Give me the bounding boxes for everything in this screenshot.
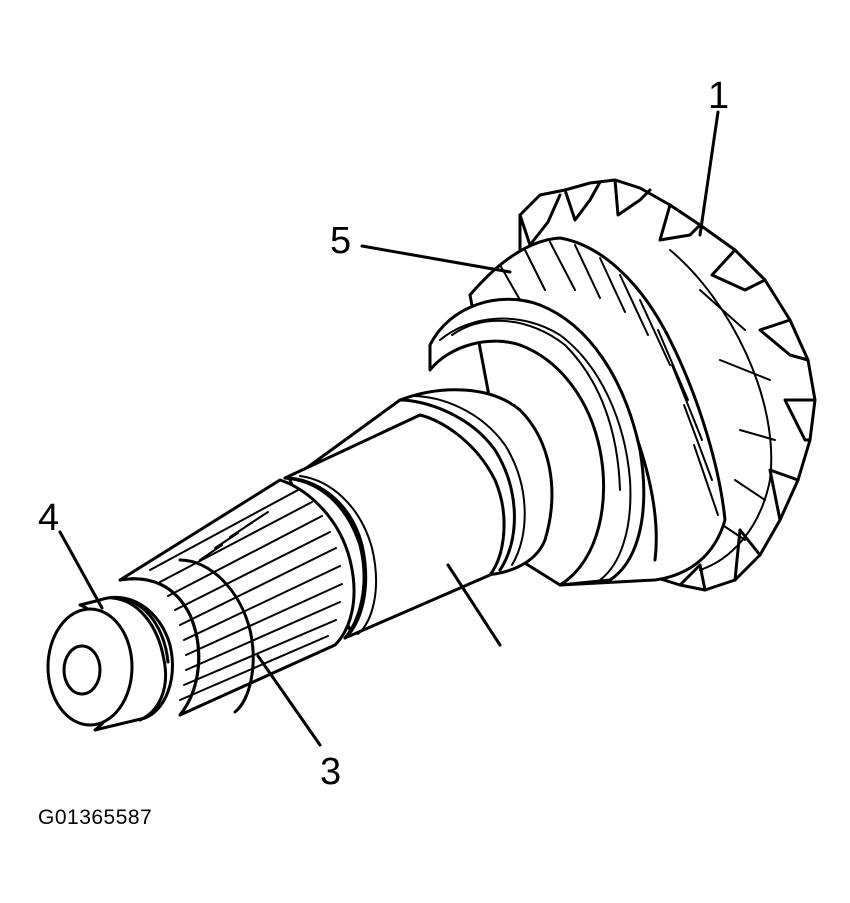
leader-4 — [58, 530, 104, 610]
leader-5 — [360, 244, 512, 274]
output-shaft — [283, 388, 554, 640]
leader-shaft — [446, 563, 502, 647]
callout-5: 5 — [330, 220, 351, 262]
output-shaft-splines — [118, 478, 356, 717]
leader-1 — [698, 110, 720, 237]
shaft-pilot-end — [46, 595, 174, 732]
leader-3 — [256, 654, 322, 747]
callout-3: 3 — [320, 751, 341, 793]
leader-lines — [58, 110, 720, 747]
callout-1: 1 — [708, 75, 729, 117]
figure-id: G01365587 — [38, 806, 153, 829]
callout-4: 4 — [38, 497, 59, 539]
bearing-race — [428, 297, 646, 587]
